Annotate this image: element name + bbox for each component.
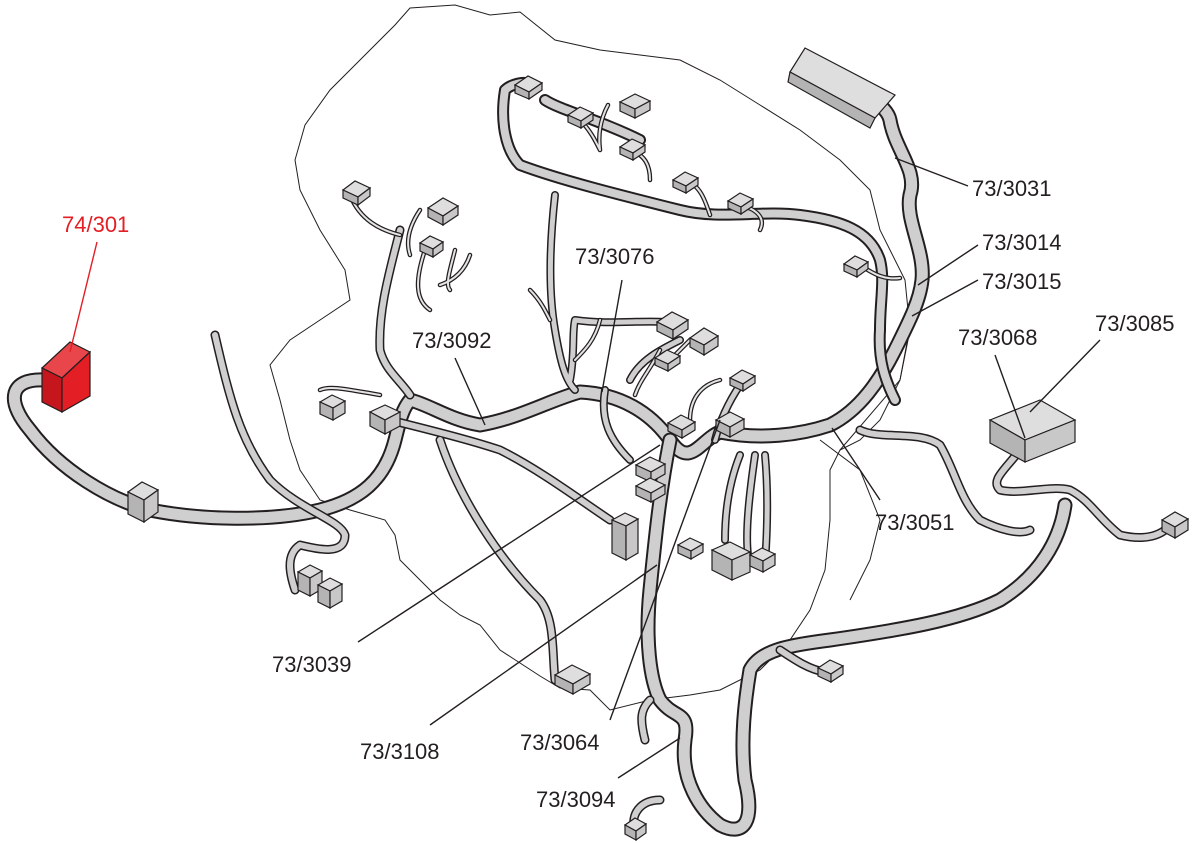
callout-labels: 74/301 73/3031 73/3014 73/3015 73/3076 7… <box>62 176 1175 812</box>
leader-line-73-3015 <box>911 279 979 317</box>
connector-block <box>513 75 544 101</box>
connector-block <box>816 659 845 684</box>
harness-connectors <box>126 75 1190 842</box>
connector-block <box>126 481 160 524</box>
leader-line-73-3014 <box>917 244 979 286</box>
connector-block <box>728 369 757 393</box>
engine-outline <box>269 4 911 711</box>
leader-line-74-301 <box>69 241 98 353</box>
connector-block <box>426 197 460 227</box>
connector-block <box>842 255 870 279</box>
connector-block <box>714 411 746 439</box>
cable-duct-slab <box>787 47 896 129</box>
leader-line-73-3031 <box>894 157 969 187</box>
callout-74-301: 74/301 <box>62 212 129 237</box>
connector-block <box>341 180 372 207</box>
leader-line-73-3068 <box>994 354 1026 439</box>
leader-line-73-3051 <box>831 427 881 501</box>
callout-73-3051: 73/3051 <box>875 510 955 535</box>
connector-block <box>618 93 652 119</box>
connector-block <box>671 171 700 195</box>
connector-block <box>710 541 752 581</box>
callout-73-3108: 73/3108 <box>360 739 440 764</box>
leader-line-73-3094 <box>617 737 681 779</box>
connector-block <box>618 138 647 162</box>
leader-line-73-3076 <box>601 279 623 393</box>
leader-line-73-3092 <box>454 357 486 426</box>
harness-lower-trunk <box>640 432 1073 837</box>
callout-73-3015: 73/3015 <box>982 269 1062 294</box>
callout-73-3014: 73/3014 <box>982 230 1062 255</box>
highlighted-component-74-301 <box>40 341 92 414</box>
connector-block <box>653 349 682 373</box>
connector-block <box>418 235 445 259</box>
connector-block <box>726 192 755 216</box>
connector-block <box>688 327 720 357</box>
connector-block <box>666 414 697 440</box>
connector-block <box>318 394 347 422</box>
leader-lines <box>69 157 1101 779</box>
callout-73-3039: 73/3039 <box>272 652 352 677</box>
callout-73-3068: 73/3068 <box>958 325 1038 350</box>
leader-line-73-3039 <box>357 444 661 643</box>
connector-block <box>623 817 648 842</box>
callout-73-3092: 73/3092 <box>412 328 492 353</box>
callout-73-3094: 73/3094 <box>536 787 616 812</box>
harness-right-branches <box>629 425 1175 835</box>
harness-left-branches <box>210 225 615 685</box>
harness-center-branches <box>546 191 772 569</box>
connector-block <box>676 537 705 561</box>
callout-73-3076: 73/3076 <box>575 244 655 269</box>
connector-block <box>553 664 592 696</box>
leader-line-73-3085 <box>1029 339 1101 413</box>
connector-block <box>1160 511 1190 540</box>
connector-block <box>566 106 595 130</box>
connector-block <box>634 477 667 504</box>
connector-block <box>655 311 690 341</box>
connector-block <box>748 547 777 574</box>
connector-block <box>316 577 344 610</box>
connector-block <box>634 456 667 484</box>
harness-main-trunk <box>6 87 930 526</box>
leader-line-73-3108 <box>429 564 658 726</box>
control-unit-box <box>988 399 1077 464</box>
leader-line-73-3064 <box>609 419 721 721</box>
callout-73-3031: 73/3031 <box>972 176 1052 201</box>
connector-block <box>368 404 402 435</box>
callout-73-3064: 73/3064 <box>520 730 600 755</box>
connector-block <box>610 512 640 562</box>
callout-73-3085: 73/3085 <box>1095 311 1175 336</box>
